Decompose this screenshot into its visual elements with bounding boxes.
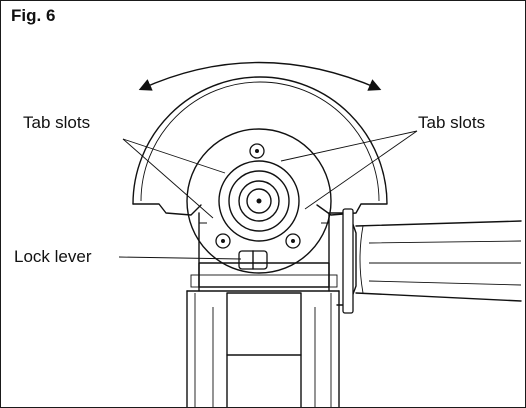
- wheel-guard: [132, 76, 388, 216]
- rotation-arrow: [138, 61, 382, 91]
- figure-label: Fig. 6: [11, 6, 56, 25]
- callout-tab-slots-left: Tab slots: [23, 113, 91, 132]
- gear-housing: [198, 212, 330, 292]
- side-handle: [330, 208, 522, 314]
- callout-lock-lever: Lock lever: [14, 247, 92, 266]
- motor-body: [186, 290, 340, 407]
- callout-tab-slots-right: Tab slots: [418, 113, 486, 132]
- flange-screws: [215, 143, 301, 249]
- leader-lines: [118, 130, 418, 260]
- flange-assembly: [186, 128, 332, 274]
